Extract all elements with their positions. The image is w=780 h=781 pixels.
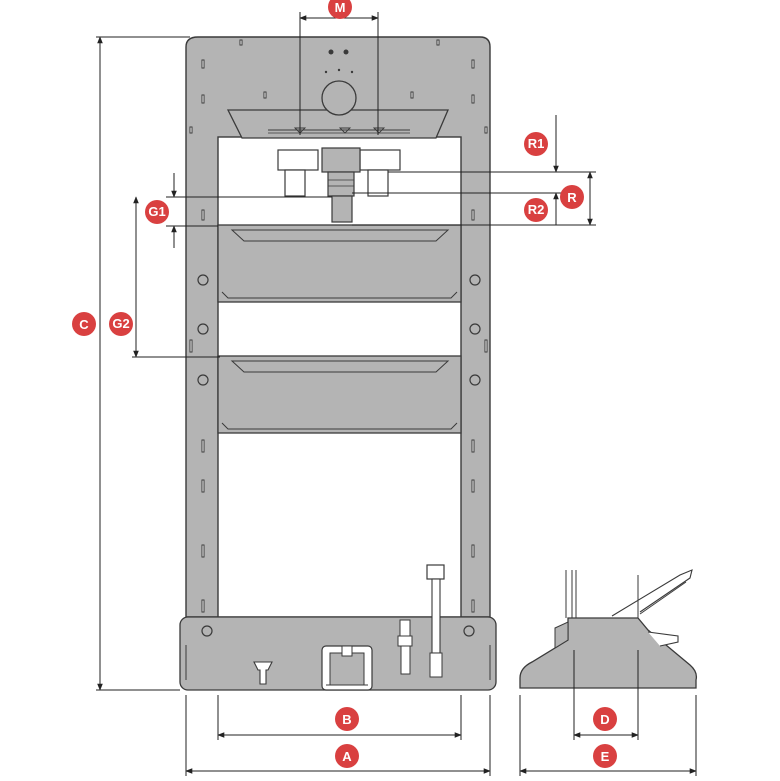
label-b: B bbox=[342, 712, 351, 727]
label-badge-g2: G2 bbox=[109, 312, 133, 336]
label-badge-r2: R2 bbox=[524, 198, 548, 222]
label-a: A bbox=[342, 749, 352, 764]
label-badge-a: A bbox=[335, 744, 359, 768]
label-c: C bbox=[79, 317, 89, 332]
label-badge-b: B bbox=[335, 707, 359, 731]
label-g1: G1 bbox=[148, 204, 165, 219]
label-badge-e: E bbox=[593, 744, 617, 768]
side-view-press bbox=[519, 569, 698, 689]
press-base bbox=[179, 564, 497, 691]
ram-assembly bbox=[277, 147, 401, 223]
gauge bbox=[321, 80, 357, 116]
label-g2: G2 bbox=[112, 316, 129, 331]
lower-bolster bbox=[217, 355, 462, 434]
dimension-lines bbox=[96, 12, 697, 776]
label-badge-g1: G1 bbox=[145, 200, 169, 224]
label-badge-r: R bbox=[560, 185, 584, 209]
head-plate bbox=[226, 109, 449, 139]
upper-bolster bbox=[217, 224, 462, 303]
side-view-base bbox=[519, 617, 698, 689]
label-d: D bbox=[600, 712, 609, 727]
label-e: E bbox=[601, 749, 610, 764]
label-m: M bbox=[335, 0, 346, 15]
label-badge-r1: R1 bbox=[524, 132, 548, 156]
label-badge-c: C bbox=[72, 312, 96, 336]
label-r: R bbox=[567, 190, 577, 205]
label-badge-d: D bbox=[593, 707, 617, 731]
label-r1: R1 bbox=[528, 136, 545, 151]
label-badge-m: M bbox=[328, 0, 352, 19]
front-view-press bbox=[179, 36, 497, 691]
label-r2: R2 bbox=[528, 202, 545, 217]
